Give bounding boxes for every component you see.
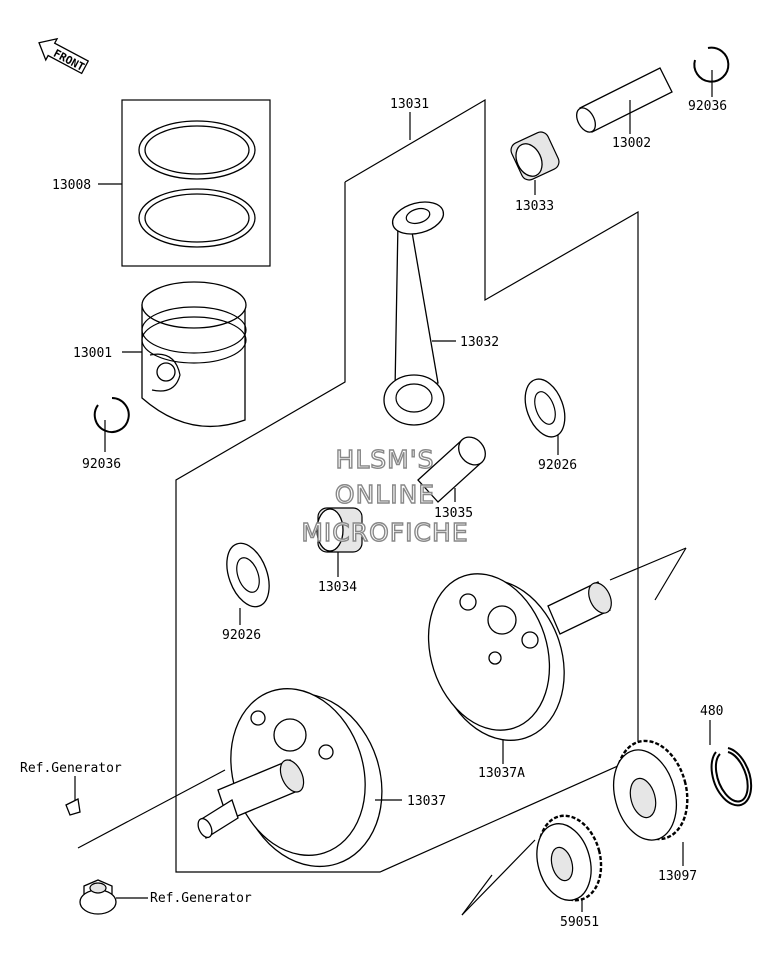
label-13031[interactable]: 13031: [390, 97, 429, 112]
crankshaft-left-half: [77, 688, 383, 868]
piston-ring-upper: [138, 120, 256, 180]
crank-pin: [417, 436, 486, 503]
gear-59051: [461, 814, 603, 916]
watermark-line-3: MICROFICHE: [301, 518, 468, 547]
label-92026-left[interactable]: 92026: [222, 628, 261, 643]
connecting-rod: [383, 201, 445, 426]
label-13037[interactable]: 13037: [407, 794, 446, 809]
thrust-washer-right: [524, 378, 566, 438]
label-92036-left[interactable]: 92036: [82, 457, 121, 472]
label-13033[interactable]: 13033: [515, 199, 554, 214]
label-13032[interactable]: 13032: [460, 335, 499, 350]
thrust-washer-left: [226, 542, 270, 608]
label-480[interactable]: 480: [700, 704, 723, 719]
piston-pin: [576, 67, 673, 133]
ref-generator-top[interactable]: Ref.Generator: [20, 761, 122, 776]
label-13002[interactable]: 13002: [612, 136, 651, 151]
label-13035[interactable]: 13035: [434, 506, 473, 521]
ref-generator-bottom[interactable]: Ref.Generator: [150, 891, 252, 906]
leader-lines: [74, 70, 713, 912]
flange-nut: [79, 879, 117, 915]
piston-ring-lower: [138, 188, 256, 248]
woodruff-key: [65, 798, 81, 816]
circlip-480: [710, 747, 753, 807]
label-13001[interactable]: 13001: [73, 346, 112, 361]
small-end-bearing: [510, 131, 560, 181]
piston: [141, 281, 247, 427]
piston-ring-box: [121, 99, 271, 267]
label-92036-right[interactable]: 92036: [688, 99, 727, 114]
part-labels: 13008 13001 92036 13031 13032 13033 1300…: [20, 97, 727, 930]
big-end-bearing: [316, 507, 363, 553]
label-92026-right[interactable]: 92026: [538, 458, 577, 473]
label-13034[interactable]: 13034: [318, 580, 357, 595]
front-arrow-icon: FRONT: [38, 37, 90, 75]
label-13008[interactable]: 13008: [52, 178, 91, 193]
crankshaft-right-half: [427, 547, 687, 741]
label-59051[interactable]: 59051: [560, 915, 599, 930]
watermark-line-1: HLSM'S: [336, 445, 435, 474]
label-13037A[interactable]: 13037A: [478, 766, 525, 781]
circlip-left: [93, 397, 130, 433]
circlip-right: [693, 46, 730, 83]
watermark: HLSM'S ONLINE MICROFICHE: [301, 444, 469, 547]
crankshaft-assembly-outline: [175, 98, 639, 873]
label-13097[interactable]: 13097: [658, 869, 697, 884]
watermark-line-2: ONLINE: [335, 480, 435, 509]
gear-13097: [613, 739, 689, 841]
